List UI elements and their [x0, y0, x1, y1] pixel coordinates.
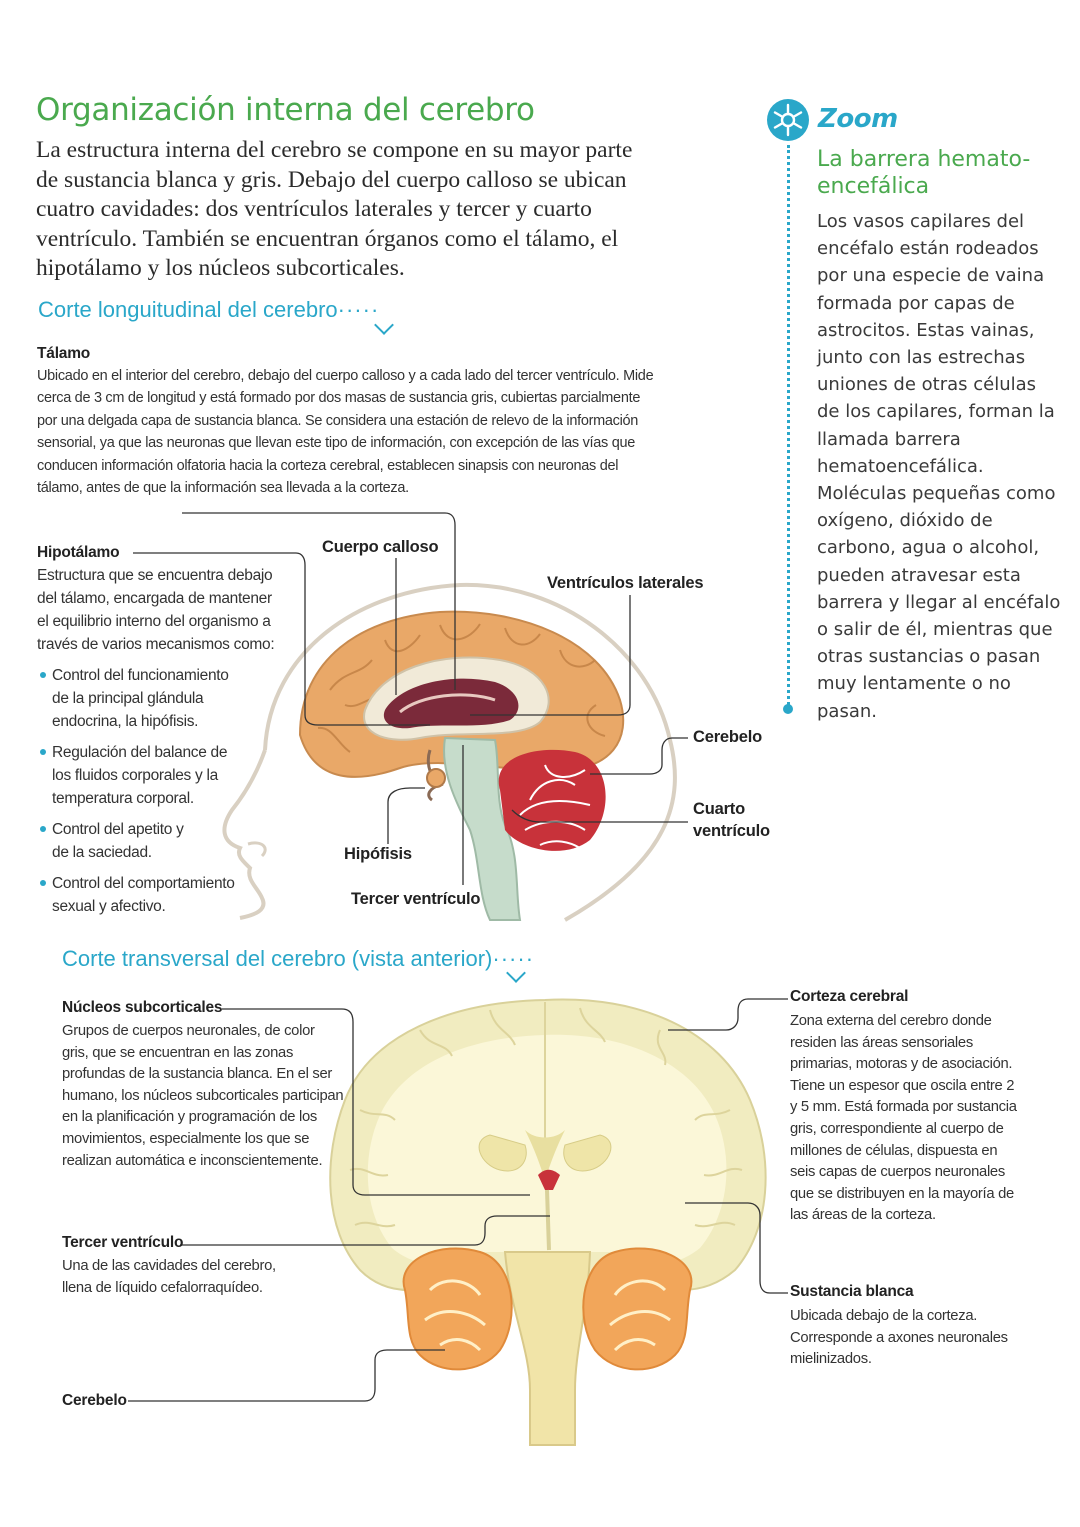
- coronal-brain-illustration: [128, 998, 788, 1446]
- list-item: Control del comportamiento sexual y afec…: [38, 872, 238, 918]
- corteza-title: Corteza cerebral: [790, 988, 909, 1005]
- zoom-subtitle: La barrera hemato-encefálica: [817, 147, 1031, 199]
- cerebelo-title: Cerebelo: [62, 1392, 127, 1409]
- hipotalamo-bullets: Control del funcionamiento de la princip…: [38, 664, 248, 926]
- label-cuerpo-calloso: Cuerpo calloso: [322, 538, 439, 556]
- page-title: Organización interna del cerebro: [36, 92, 535, 128]
- label-cuarto-ventriculo-line1: Cuarto: [693, 800, 745, 818]
- longitudinal-section-title: Corte longuitudinal del cerebro·····: [38, 297, 379, 323]
- talamo-title: Tálamo: [37, 345, 91, 362]
- tercer-ventriculo-title: Tercer ventrículo: [62, 1234, 184, 1251]
- list-item: Control del funcionamiento de la princip…: [38, 664, 248, 733]
- sustancia-blanca-text: Ubicada debajo de la corteza. Correspond…: [790, 1308, 1008, 1368]
- sagittal-brain-illustration: [133, 512, 688, 922]
- label-cerebelo: Cerebelo: [693, 728, 763, 746]
- zoom-label: Zoom: [818, 104, 898, 134]
- zoom-body: Los vasos capilares del encéfalo están r…: [817, 211, 1061, 722]
- dotted-arrow-icon: ·····: [492, 946, 535, 971]
- hipotalamo-text: Estructura que se encuentra debajo del t…: [37, 567, 275, 653]
- talamo-text: Ubicado en el interior del cerebro, deba…: [37, 368, 654, 497]
- corteza-text: Zona externa del cerebro donde residen l…: [790, 1013, 1017, 1224]
- transversal-title-text: Corte transversal del cerebro (vista ant…: [62, 946, 493, 971]
- zoom-dotted-rule: [787, 145, 790, 710]
- label-cuarto-ventriculo-line2: ventrículo: [693, 822, 770, 840]
- nucleos-text: Grupos de cuerpos neuronales, de color g…: [62, 1023, 344, 1169]
- label-tercer-ventriculo: Tercer ventrículo: [351, 890, 481, 908]
- longitudinal-title-text: Corte longuitudinal del cerebro: [38, 297, 338, 322]
- snowflake-icon: [767, 99, 809, 141]
- zoom-rule-end-dot: [783, 704, 793, 714]
- tercer-ventriculo-text: Una de las cavidades del cerebro, llena …: [62, 1258, 276, 1296]
- hipotalamo-title: Hipotálamo: [37, 544, 120, 561]
- nucleos-title: Núcleos subcorticales: [62, 999, 223, 1016]
- intro-paragraph: La estructura interna del cerebro se com…: [36, 137, 633, 281]
- label-hipofisis: Hipófisis: [344, 845, 412, 863]
- transversal-section-title: Corte transversal del cerebro (vista ant…: [62, 946, 534, 972]
- sustancia-blanca-title: Sustancia blanca: [790, 1283, 914, 1300]
- list-item: Control del apetito y de la saciedad.: [38, 818, 198, 864]
- label-ventriculos-laterales: Ventrículos laterales: [547, 574, 704, 592]
- list-item: Regulación del balance de los fluidos co…: [38, 741, 248, 810]
- dotted-arrow-icon: ·····: [337, 297, 380, 322]
